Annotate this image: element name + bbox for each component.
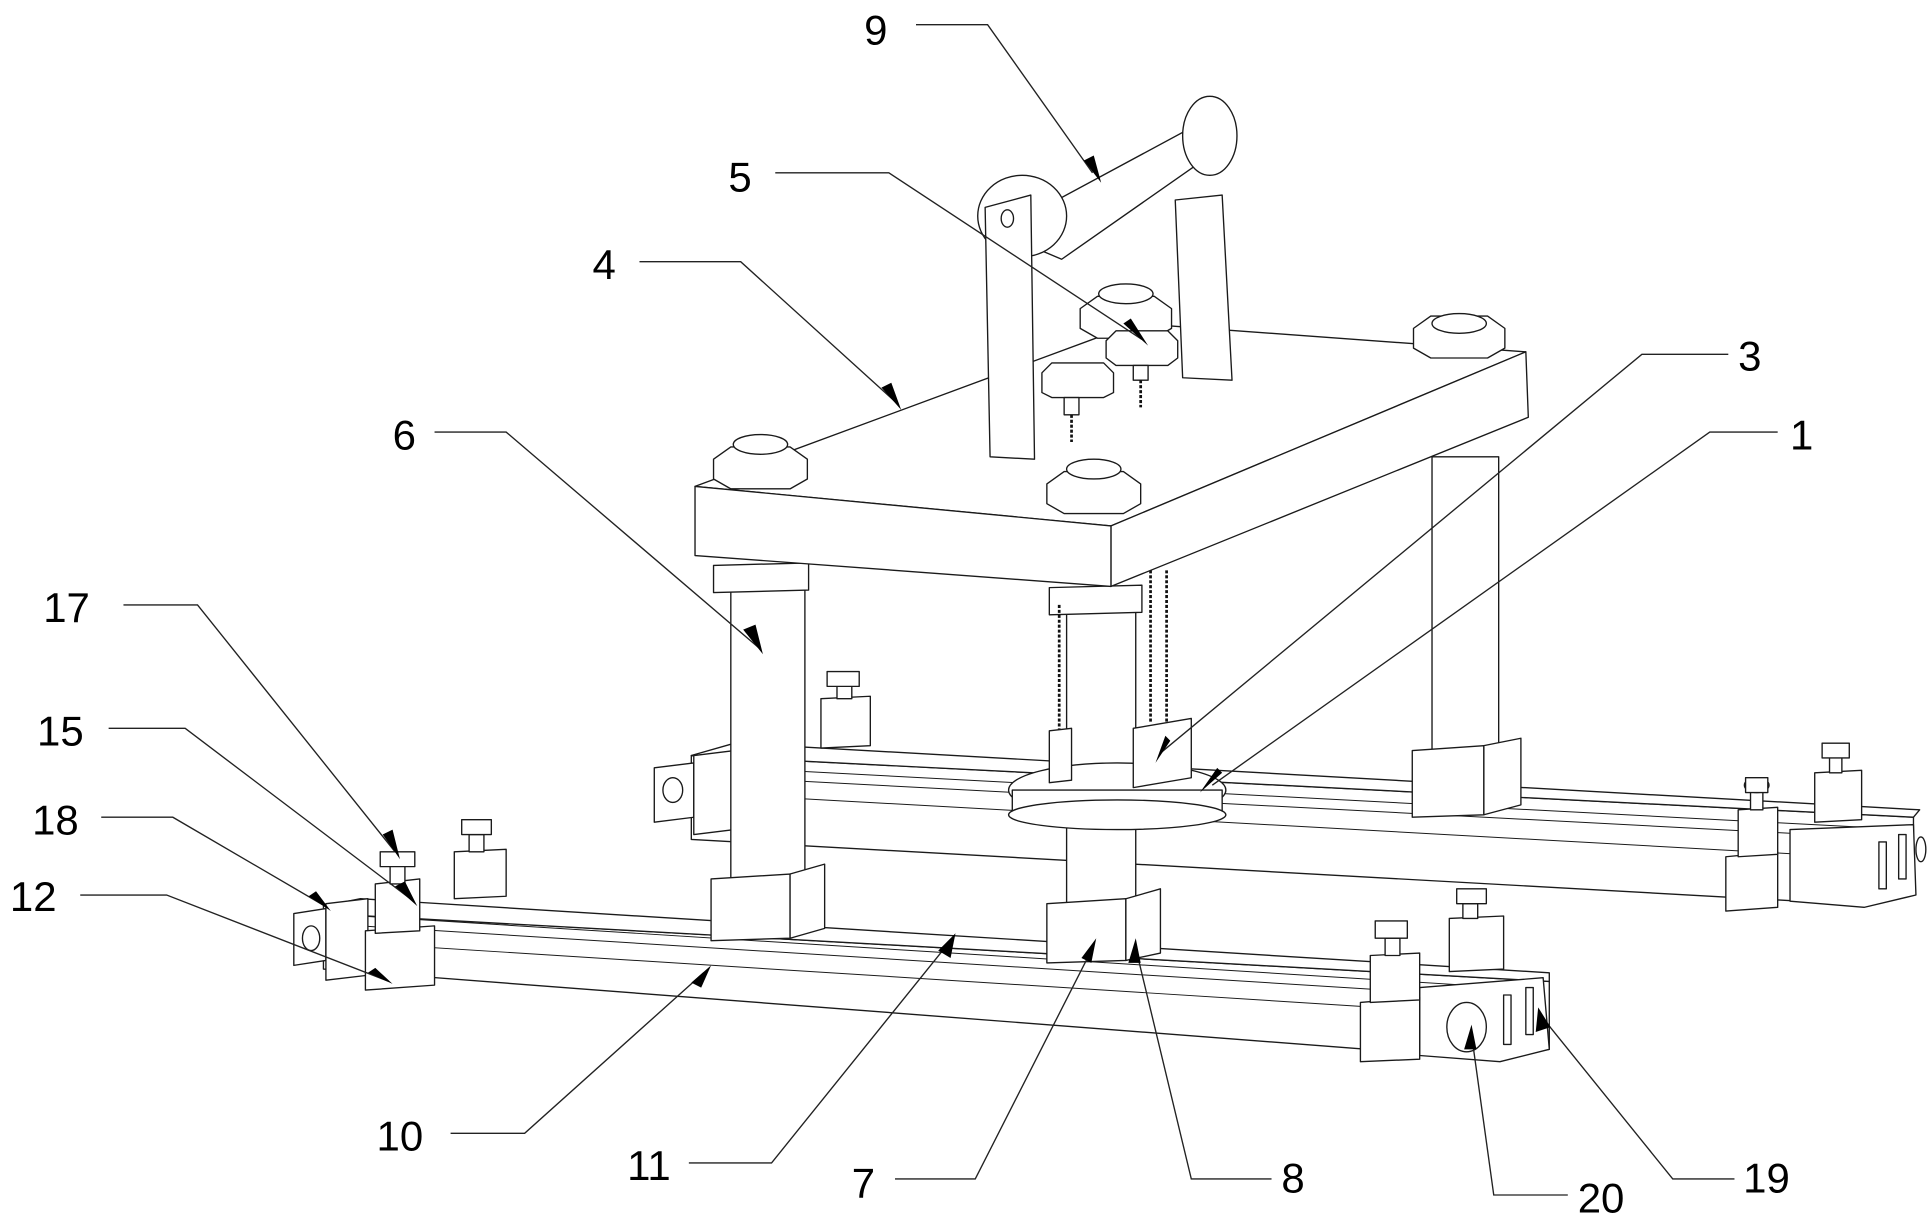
knobs: [1041, 330, 1179, 442]
label-11: 11: [627, 1142, 671, 1189]
label-12: 12: [10, 873, 57, 920]
label-5: 5: [728, 153, 751, 200]
handle: [977, 95, 1238, 460]
label-6: 6: [393, 411, 416, 458]
part-labels: 9 5 4 3 1 6 17 15 18 12 10 11 7 8 20 19: [10, 6, 1813, 1220]
label-3: 3: [1738, 332, 1761, 379]
front-rail: [293, 819, 1550, 1063]
top-plate: [694, 283, 1529, 588]
label-18: 18: [32, 797, 79, 844]
label-19: 19: [1743, 1155, 1790, 1202]
bolts: [712, 283, 1506, 515]
label-8: 8: [1281, 1155, 1304, 1202]
label-9: 9: [864, 6, 887, 53]
label-20: 20: [1578, 1174, 1625, 1220]
rear-rail: [653, 670, 1927, 912]
label-15: 15: [37, 708, 84, 755]
label-4: 4: [593, 241, 616, 288]
label-1: 1: [1790, 411, 1813, 458]
label-10: 10: [377, 1113, 424, 1160]
lead-screw-assembly: [1007, 570, 1227, 831]
label-17: 17: [43, 584, 90, 631]
leaders: [80, 24, 1778, 1196]
label-7: 7: [852, 1159, 875, 1206]
